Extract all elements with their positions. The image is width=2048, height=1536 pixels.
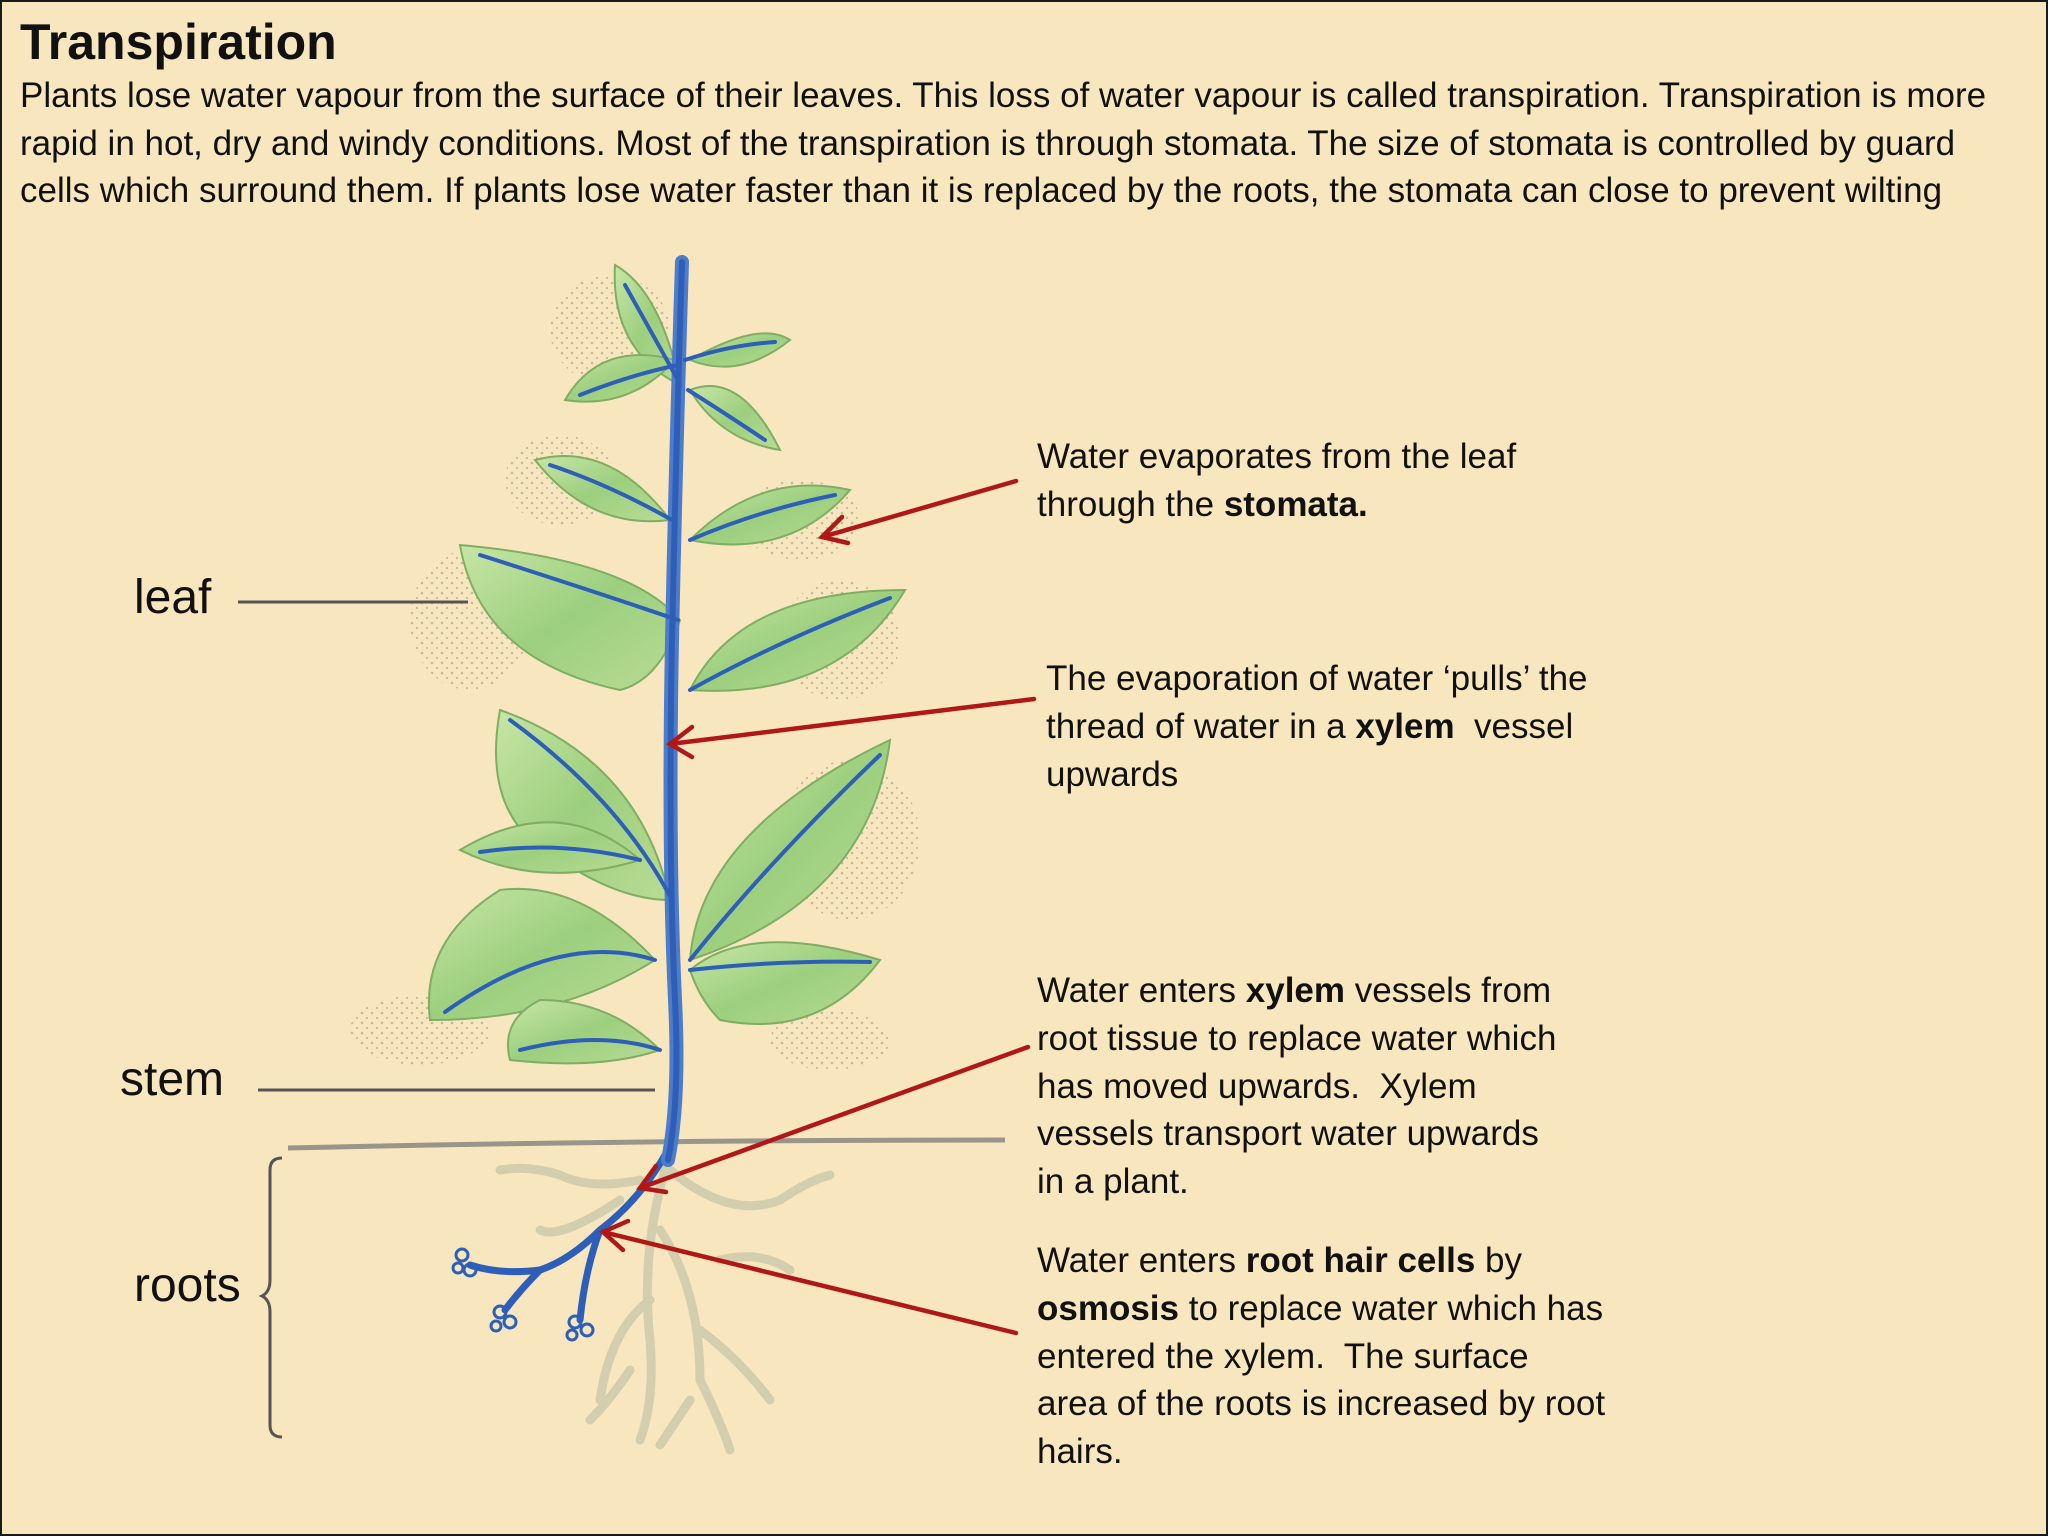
annotation-xylem-pull-line1: The evaporation of water ‘pulls’ the <box>1046 659 1588 698</box>
annotation-xylem-enter-line4: vessels transport water upwards <box>1037 1114 1539 1154</box>
annotation-xylem-enter-line1: Water enters <box>1037 971 1246 1010</box>
annotation-stomata-line2: through the <box>1037 484 1224 524</box>
annotation-root-hair-line1: Water enters <box>1037 1241 1246 1280</box>
annotation-arrows <box>598 478 1037 1336</box>
annotation-root-hair-line2: to replace water which has <box>1179 1288 1604 1328</box>
annotation-root-hair-line1-end: by <box>1475 1241 1523 1280</box>
annotation-stomata-line1: Water evaporates from the leaf <box>1037 437 1517 476</box>
annotation-root-hair-line4: area of the roots is increased by root <box>1037 1384 1606 1424</box>
annotation-xylem-enter-line3: has moved upwards. Xylem <box>1037 1066 1477 1106</box>
annotation-xylem-enter: Water enters xylem vessels from root tis… <box>1037 967 1556 1206</box>
annotation-root-hair: Water enters root hair cells by osmosis … <box>1037 1237 1605 1476</box>
annotation-xylem-pull-line2: thread of water in a <box>1046 706 1356 746</box>
page-title: Transpiration <box>20 14 337 70</box>
roots-brace <box>258 1156 283 1439</box>
annotation-xylem-enter-line1-end: vessels from <box>1345 971 1552 1010</box>
annotation-root-hair-line3: entered the xylem. The surface <box>1037 1336 1529 1376</box>
annotation-xylem-pull-line2-end: vessel <box>1454 706 1574 746</box>
ground-line <box>287 1137 1006 1151</box>
annotation-xylem-enter-line2: root tissue to replace water which <box>1037 1018 1557 1058</box>
leaf-veins <box>443 283 892 1052</box>
intro-paragraph: Plants lose water vapour from the surfac… <box>20 76 1987 210</box>
annotation-xylem-enter-line5: in a plant. <box>1037 1162 1189 1202</box>
annotation-root-hair-line5: hairs. <box>1037 1432 1123 1472</box>
xylem-vessel <box>665 259 685 1163</box>
term-stomata: stomata. <box>1223 484 1368 524</box>
root-hair-cells <box>451 1247 595 1342</box>
term-osmosis: osmosis <box>1037 1288 1179 1328</box>
label-leaf: leaf <box>134 571 212 624</box>
label-stem: stem <box>120 1053 225 1106</box>
annotation-xylem-pull: The evaporation of water ‘pulls’ the thr… <box>1046 655 1588 798</box>
term-xylem-2: xylem <box>1245 971 1346 1010</box>
root-system <box>495 1155 835 1455</box>
label-roots: roots <box>134 1259 241 1312</box>
term-xylem: xylem <box>1355 706 1455 746</box>
annotation-stomata: Water evaporates from the leaf through t… <box>1037 433 1516 529</box>
term-root-hair-cells: root hair cells <box>1245 1241 1476 1280</box>
annotation-xylem-pull-line3: upwards <box>1046 754 1179 794</box>
